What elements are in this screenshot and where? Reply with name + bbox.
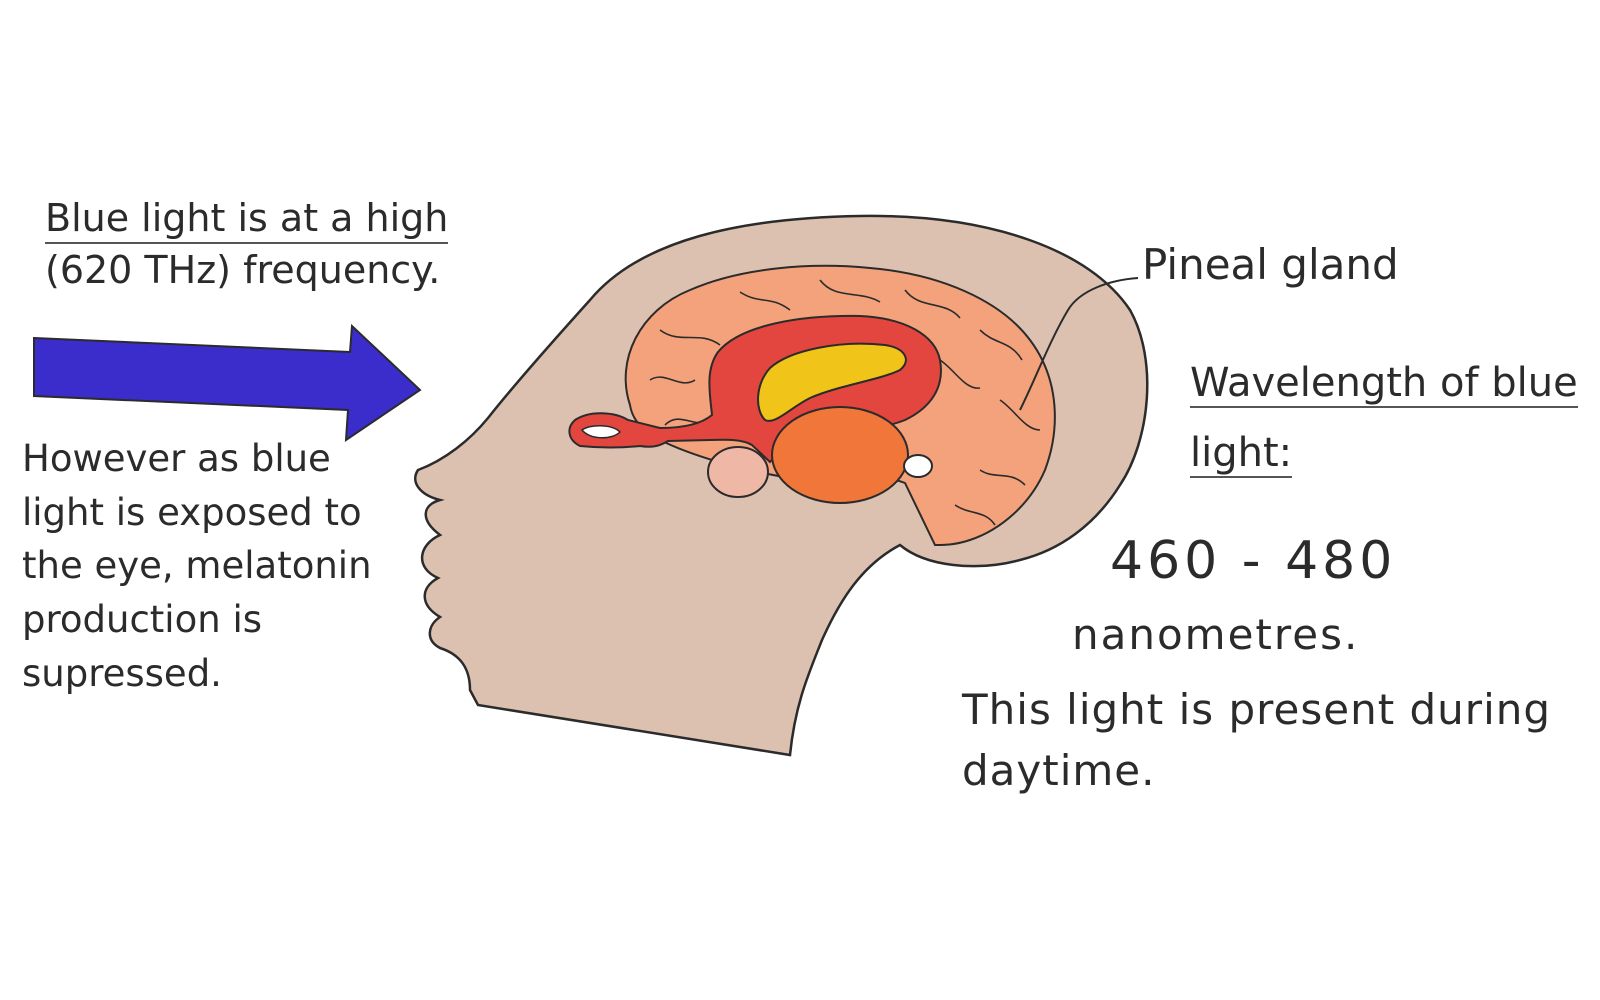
small-body (707, 446, 769, 498)
daytime-note: This light is present during daytime. (962, 685, 1552, 795)
wavelength-unit: nanometres. (1072, 610, 1360, 659)
blue-light-arrow (33, 323, 422, 442)
frequency-line-1: Blue light is at a high (45, 196, 605, 244)
pineal-gland-dot (903, 454, 933, 478)
inner-loop-hole (580, 425, 622, 439)
thalamus (771, 406, 909, 504)
frequency-text-1: Blue light is at a high (45, 196, 449, 244)
wavelength-heading-text: Wavelength of blue light: (1190, 360, 1578, 478)
frequency-note: Blue light is at a high (620 THz) freque… (45, 196, 605, 293)
pineal-gland-label: Pineal gland (1142, 240, 1399, 289)
wavelength-heading: Wavelength of blue light: (1190, 348, 1580, 488)
frequency-line-2: (620 THz) frequency. (45, 247, 441, 292)
wavelength-range: 460 - 480 (1110, 531, 1397, 591)
pineal-pointer-line (1019, 277, 1139, 411)
yellow-structure (757, 342, 907, 422)
suppression-note: However as blue light is exposed to the … (22, 437, 372, 695)
